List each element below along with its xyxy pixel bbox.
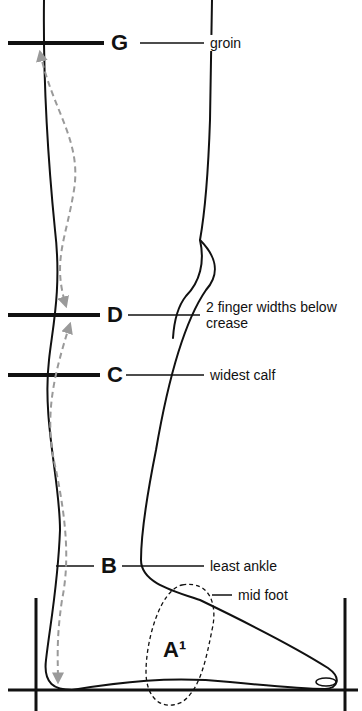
toenail: [316, 678, 336, 686]
level-bar-g: [8, 41, 104, 45]
level-name: groin: [208, 35, 243, 51]
leg-front-outline: [141, 0, 337, 689]
level-bar-d: [8, 313, 100, 317]
level-letter: D: [104, 302, 126, 327]
leader-line: [140, 42, 204, 44]
level-name: least ankle: [208, 558, 279, 574]
level-bar-c: [8, 373, 100, 377]
leader-line: [122, 565, 204, 567]
level-name: widest calf: [208, 367, 277, 383]
length-arrow: [40, 52, 75, 306]
length-arrow: [50, 324, 70, 682]
leader-line: [128, 314, 200, 316]
frame-base: [8, 689, 358, 692]
level-letter: C: [104, 362, 126, 387]
leader-line: [56, 565, 94, 567]
leader-line: [212, 594, 232, 596]
level-letter: B: [98, 553, 120, 578]
level-letter: G: [108, 30, 131, 55]
frame-right: [344, 598, 347, 711]
frame-left: [35, 598, 38, 711]
region-letter: A¹: [160, 637, 189, 662]
leader-line: [126, 374, 204, 376]
leg-back-outline: [44, 0, 72, 690]
knee-crease: [173, 240, 202, 338]
region-name: mid foot: [236, 587, 290, 603]
level-name: 2 finger widths below crease: [204, 299, 358, 331]
mid-foot-region: [146, 584, 214, 705]
